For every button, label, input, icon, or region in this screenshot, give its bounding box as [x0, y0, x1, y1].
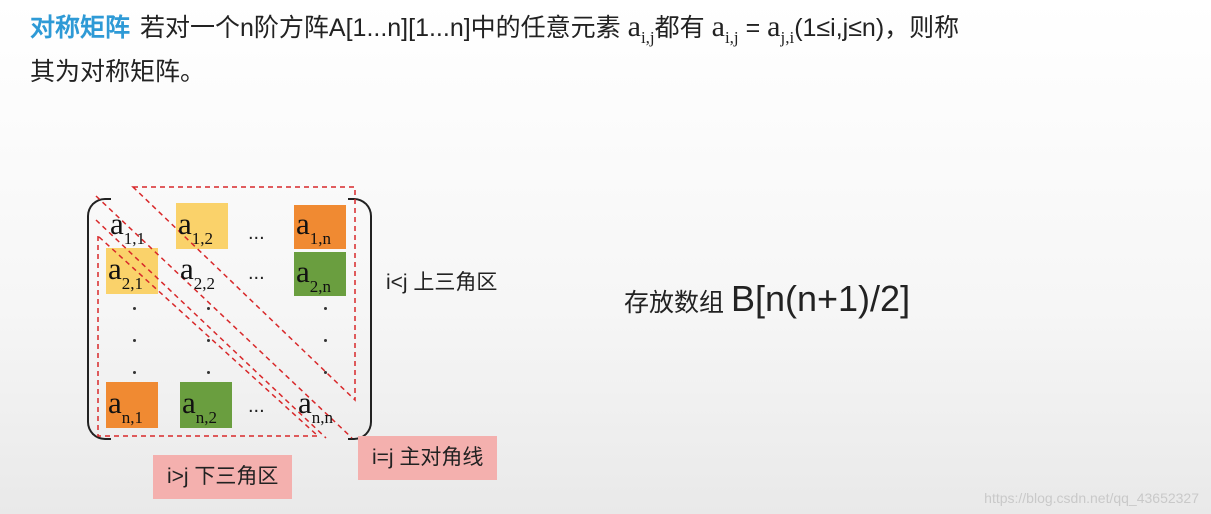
highlight-an2: [180, 382, 232, 428]
element-ann: an,n: [298, 385, 334, 427]
diagonal-label: i=j 主对角线: [358, 436, 498, 480]
row1-ellipsis: ...: [248, 222, 265, 244]
lower-triangle-outline: [97, 234, 320, 437]
vdot: [133, 339, 136, 342]
definition-part2: 都有: [654, 14, 705, 42]
storage-prefix: 存放数组: [624, 289, 725, 317]
vdot: [207, 339, 210, 342]
vdot: [324, 339, 327, 342]
highlight-a1n: [294, 205, 346, 249]
diagonal-band-upper: [95, 195, 353, 439]
element-a12: a1,2: [178, 206, 214, 248]
upper-triangle-label: i<j 上三角区: [386, 271, 498, 294]
definition-part1: 若对一个n阶方阵A[1...n][1...n]中的任意元素: [140, 14, 621, 42]
lower-triangle-label: i>j 下三角区: [153, 455, 293, 499]
rown-ellipsis: ...: [248, 395, 265, 417]
element-a21: a2,1: [108, 251, 144, 293]
highlight-a2n: [294, 252, 346, 296]
element-an1: an,1: [108, 385, 144, 427]
vdot: [324, 371, 327, 374]
vdot: [133, 371, 136, 374]
element-a22: a2,2: [180, 251, 216, 293]
highlight-a12: [176, 203, 228, 249]
vdot: [133, 307, 136, 310]
diagonal-band-lower: [95, 219, 327, 439]
equals-sign: =: [745, 14, 761, 42]
element-a1n: a1,n: [296, 206, 332, 248]
term-title: 对称矩阵: [30, 14, 131, 42]
storage-array: B[n(n+1)/2]: [730, 278, 911, 319]
definition-part3: (1≤i,j≤n)，则称: [794, 14, 960, 42]
highlight-an1: [106, 382, 158, 428]
watermark: https://blog.csdn.net/qq_43652327: [984, 490, 1199, 506]
definition-part4: 其为对称矩阵。: [30, 58, 206, 86]
definition-text: 对称矩阵若对一个n阶方阵A[1...n][1...n]中的任意元素 ai,j都有…: [30, 10, 1190, 89]
storage-formula: 存放数组 B[n(n+1)/2]: [624, 278, 910, 320]
vdot: [207, 371, 210, 374]
element-a11: a1,1: [110, 206, 146, 248]
element-an2: an,2: [182, 385, 218, 427]
symbol-a-ij: ai,j: [627, 10, 655, 47]
upper-triangle-outline: [131, 186, 356, 402]
vdot: [207, 307, 210, 310]
row2-ellipsis: ...: [248, 262, 265, 284]
vdot: [324, 307, 327, 310]
symbol-a-ji: aj,i: [767, 10, 795, 47]
symbol-a-ij-2: ai,j: [711, 10, 739, 47]
element-a2n: a2,n: [296, 254, 332, 296]
